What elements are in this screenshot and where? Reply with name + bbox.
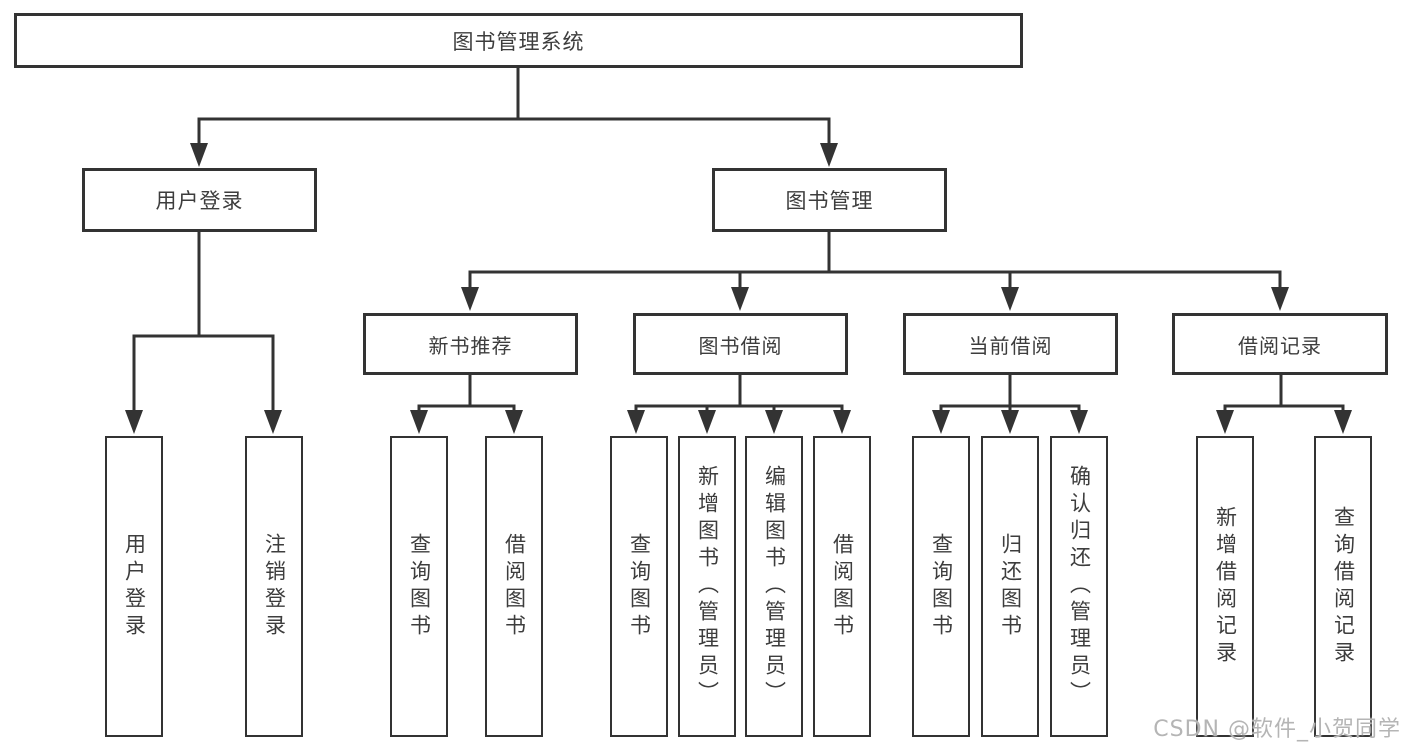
watermark-text: CSDN @软件_小贺同学 <box>1153 717 1401 742</box>
node-current-borrow: 当前借阅 <box>903 313 1118 375</box>
leaf-label: 借阅图书 <box>830 532 855 641</box>
leaf-query-borrow-record: 查询借阅记录 <box>1314 436 1372 737</box>
leaf-borrow-books: 借阅图书 <box>813 436 871 737</box>
node-user-login: 用户登录 <box>82 168 317 232</box>
leaf-label: 借阅图书 <box>502 532 527 641</box>
node-new-book-recommend: 新书推荐 <box>363 313 578 375</box>
leaf-borrow-books-recommend: 借阅图书 <box>485 436 543 737</box>
leaf-label: 新增借阅记录 <box>1213 505 1238 668</box>
leaf-label: 查询图书 <box>929 532 954 641</box>
leaf-label: 新增图书（管理员） <box>695 465 720 708</box>
node-root: 图书管理系统 <box>14 13 1023 68</box>
leaf-return-book: 归还图书 <box>981 436 1039 737</box>
leaf-label: 归还图书 <box>998 532 1023 641</box>
leaf-label: 用户登录 <box>122 532 147 641</box>
leaf-edit-book-admin: 编辑图书（管理员） <box>745 436 803 737</box>
arrowheads <box>125 143 1352 434</box>
node-book-borrow: 图书借阅 <box>633 313 848 375</box>
leaf-query-books-current: 查询图书 <box>912 436 970 737</box>
leaf-label: 查询图书 <box>407 532 432 641</box>
leaf-user-login: 用户登录 <box>105 436 163 737</box>
leaf-confirm-return-admin: 确认归还（管理员） <box>1050 436 1108 737</box>
node-borrow-records: 借阅记录 <box>1172 313 1388 375</box>
leaf-label: 确认归还（管理员） <box>1067 465 1092 708</box>
leaf-add-borrow-record: 新增借阅记录 <box>1196 436 1254 737</box>
leaf-query-books-borrow: 查询图书 <box>610 436 668 737</box>
leaf-add-book-admin: 新增图书（管理员） <box>678 436 736 737</box>
leaf-label: 编辑图书（管理员） <box>762 465 787 708</box>
leaf-logout: 注销登录 <box>245 436 303 737</box>
leaf-query-books-recommend: 查询图书 <box>390 436 448 737</box>
node-book-management: 图书管理 <box>712 168 947 232</box>
leaf-label: 注销登录 <box>262 532 287 641</box>
leaf-label: 查询借阅记录 <box>1331 505 1356 668</box>
leaf-label: 查询图书 <box>627 532 652 641</box>
